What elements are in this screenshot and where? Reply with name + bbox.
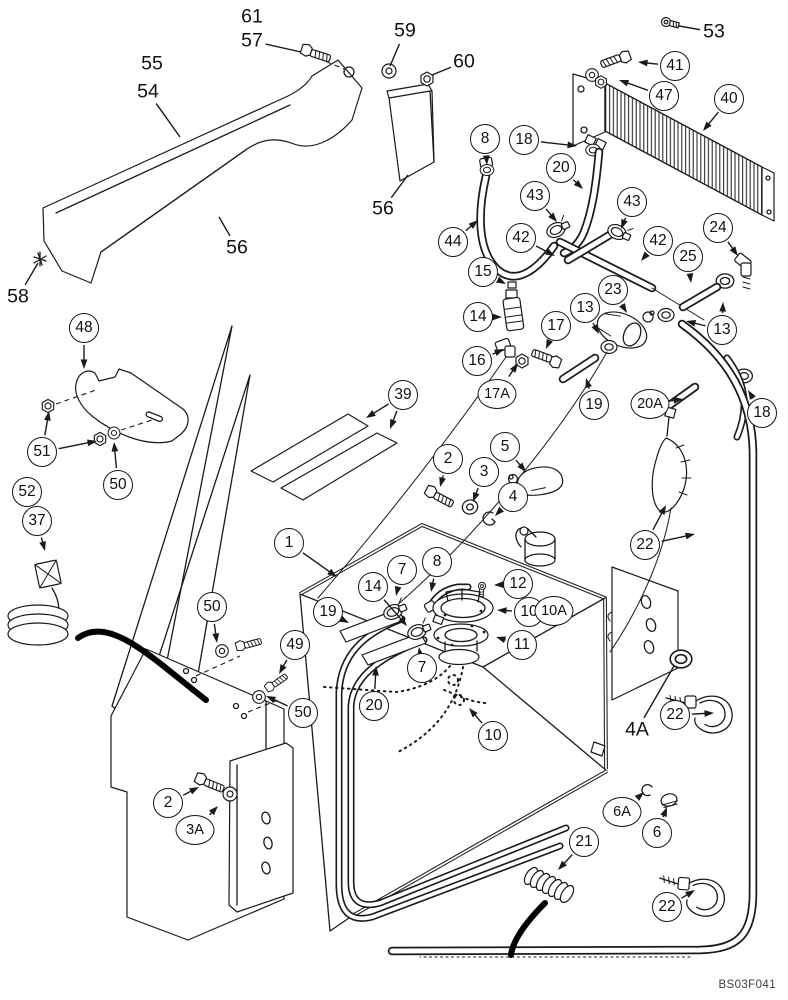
callout-50: 50 [288,698,318,728]
callout-2: 2 [153,788,183,818]
callout-14: 14 [463,302,493,332]
callout-10a: 10A [534,596,574,626]
callout-17: 17 [541,311,571,341]
callout-17a: 17A [477,379,517,409]
callout-7: 7 [407,653,437,683]
retainer-clip [33,251,47,267]
coiled-hose [7,559,209,703]
callout-13: 13 [570,293,600,323]
callout-43: 43 [520,181,550,211]
callout-40: 40 [714,84,744,114]
strap-bracket [41,368,189,447]
label-58: 58 [7,285,29,308]
label-60: 60 [453,50,475,73]
spring-guard [508,866,575,958]
label-4a: 4A [625,718,649,741]
callout-14: 14 [358,572,388,602]
callout-44: 44 [438,227,468,257]
label-56: 56 [226,236,248,259]
elbow-fitting [734,252,752,290]
label-57: 57 [241,29,263,52]
callout-20a: 20A [630,389,670,419]
callout-23: 23 [598,275,628,305]
label-59: 59 [394,19,416,42]
label-56: 56 [372,197,394,220]
callout-20: 20 [359,691,389,721]
callout-7: 7 [387,555,417,585]
breather-cap [516,466,564,496]
callout-3a: 3A [175,815,215,845]
callout-51: 51 [27,437,57,467]
callout-13: 13 [707,315,737,345]
callout-22: 22 [652,892,682,922]
callout-8: 8 [470,124,500,154]
label-54: 54 [137,80,159,103]
cooler-hoses [476,147,705,321]
callout-2: 2 [433,444,463,474]
callout-16: 16 [462,346,492,376]
return-hose-run [387,319,758,958]
callout-25: 25 [673,242,703,272]
callout-49: 49 [280,630,310,660]
label-53: 53 [703,20,725,43]
sender-and-fittings [596,252,752,355]
tank-tubes-and-filler [323,466,679,922]
label-55: 55 [141,52,163,75]
callout-6: 6 [642,818,672,848]
callout-52: 52 [12,477,42,507]
callout-42: 42 [506,223,536,253]
plug [660,793,679,809]
callout-3: 3 [469,457,499,487]
callout-4: 4 [498,482,528,512]
filler-cap [432,588,494,626]
callout-22: 22 [660,700,690,730]
callout-39: 39 [388,380,418,410]
callout-18: 18 [509,125,539,155]
callout-1: 1 [274,528,304,558]
callout-8: 8 [422,547,452,577]
callout-21: 21 [569,827,599,857]
callout-42: 42 [643,226,673,256]
decal-strips [250,413,398,501]
callout-43: 43 [617,187,647,217]
callout-50: 50 [197,592,227,622]
rear-mount-panel [607,566,693,701]
callout-20: 20 [546,153,576,183]
figure-id-label: BS03F041 [718,979,776,991]
callout-19: 19 [579,390,609,420]
callout-41: 41 [660,51,690,81]
mount-bracket [110,634,294,941]
callout-24: 24 [703,213,733,243]
oil-cooler [572,15,775,222]
callout-37: 37 [22,506,52,536]
shield-panel-assembly [33,42,435,284]
callout-18: 18 [747,398,777,428]
callout-12: 12 [503,569,533,599]
callout-5: 5 [490,432,520,462]
callout-47: 47 [649,81,679,111]
callout-6a: 6A [602,797,642,827]
filler-flange [433,623,489,653]
callout-22: 22 [630,530,660,560]
callout-11: 11 [507,630,537,660]
callout-50: 50 [103,470,133,500]
callout-19: 19 [313,597,343,627]
gasket [438,648,480,666]
callout-48: 48 [69,313,99,343]
hydraulic-tank [299,523,608,932]
callout-10: 10 [478,721,508,751]
callout-15: 15 [468,257,498,287]
label-61: 61 [241,5,263,28]
